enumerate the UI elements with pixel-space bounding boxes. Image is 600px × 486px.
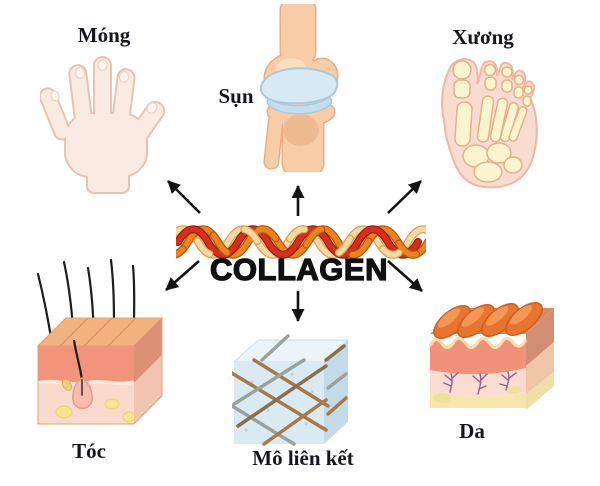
label-da: Da [459,419,485,443]
skin-layers-block-icon [428,301,554,410]
arrow-up-right [387,180,422,214]
label-xuong: Xương [452,25,514,49]
arrow-down-left [165,260,200,291]
label-sun: Sụn [218,84,254,108]
collagen-title: COLLAGEN [209,251,388,287]
arrow-down-right [387,260,423,292]
label-mo-lien-ket: Mô liên kết [252,446,354,470]
foot-bones-icon [441,58,538,189]
hair-follicle-skin-block-icon [36,258,164,425]
hand-fingernails-icon [40,56,166,194]
label-toc: Tóc [72,439,106,463]
connective-tissue-cube-icon [232,334,350,446]
collagen-fiber-braid-icon [176,225,426,259]
label-mong: Móng [77,23,131,47]
arrow-up-left [167,180,201,214]
knee-joint-cartilage-icon [259,4,339,172]
